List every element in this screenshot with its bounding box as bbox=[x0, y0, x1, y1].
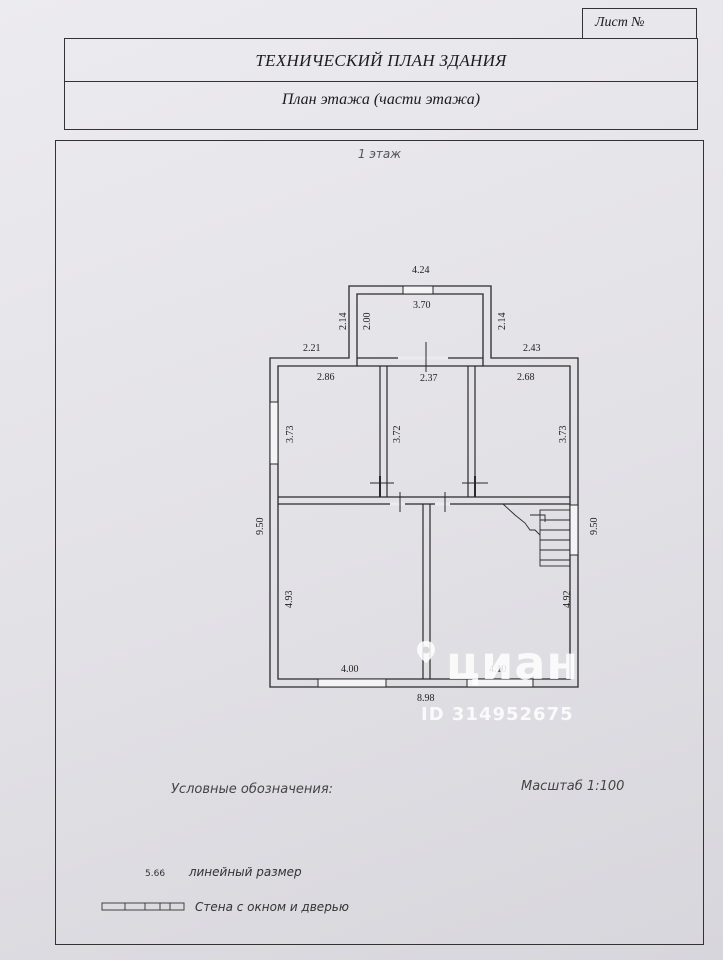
stair-flight bbox=[539, 509, 571, 567]
dim-room-e-depth: 4.92 bbox=[562, 591, 573, 609]
outer-walls bbox=[269, 285, 579, 688]
scale-label: Масштаб 1:100 bbox=[521, 779, 625, 794]
header-divider bbox=[65, 81, 697, 82]
doors bbox=[370, 342, 488, 512]
staircase bbox=[502, 503, 571, 567]
dim-top-width: 4.24 bbox=[412, 265, 430, 276]
dim-room-c-width: 2.68 bbox=[517, 372, 535, 383]
dim-upper-left-offset: 2.21 bbox=[303, 343, 321, 354]
legend-sample-dimension: 5.66 bbox=[145, 869, 166, 879]
watermark-id: ID 314952675 bbox=[421, 704, 574, 725]
window-room-a bbox=[269, 401, 279, 465]
dim-top-room-depth: 2.00 bbox=[362, 313, 373, 331]
watermark-logo: циан bbox=[446, 636, 580, 690]
dim-total-height-right: 9.50 bbox=[589, 518, 600, 536]
windows bbox=[269, 285, 579, 688]
dim-room-d-width: 4.00 bbox=[341, 664, 359, 675]
legend-title: Условные обозначения: bbox=[171, 782, 334, 797]
dim-top-room-width: 3.70 bbox=[413, 300, 431, 311]
dim-room-d-depth: 4.93 bbox=[284, 591, 295, 609]
dim-total-height-left: 9.50 bbox=[255, 518, 266, 536]
legend-text-linear-size: линейный размер bbox=[188, 865, 302, 879]
window-room-d bbox=[317, 678, 387, 688]
window-room-e bbox=[466, 678, 534, 688]
wall-legend-symbol bbox=[101, 902, 185, 911]
cian-watermark: циан ID 314952675 bbox=[402, 638, 642, 728]
dim-top-right-offset: 2.14 bbox=[497, 313, 508, 331]
window-right bbox=[569, 504, 579, 556]
dim-room-a-width: 2.86 bbox=[317, 372, 335, 383]
interior-walls bbox=[278, 357, 570, 679]
document-title: ТЕХНИЧЕСКИЙ ПЛАН ЗДАНИЯ bbox=[255, 51, 507, 70]
stair-arrow bbox=[530, 514, 546, 522]
dim-room-e-width: 4.10 bbox=[489, 664, 507, 675]
dim-room-c-depth: 3.73 bbox=[558, 426, 569, 444]
dim-upper-right-offset: 2.43 bbox=[523, 343, 541, 354]
inner-wall-line bbox=[277, 293, 571, 680]
stair-steps bbox=[502, 503, 541, 536]
header-box: ТЕХНИЧЕСКИЙ ПЛАН ЗДАНИЯ План этажа (част… bbox=[64, 38, 698, 130]
dim-total-width: 8.98 bbox=[417, 693, 435, 704]
legend-text-wall: Стена с окном и дверью bbox=[195, 900, 349, 914]
legend-item-linear-size: 5.66 линейный размер bbox=[85, 865, 302, 879]
document-subtitle: План этажа (части этажа) bbox=[281, 91, 481, 108]
dim-top-left-offset: 2.14 bbox=[338, 313, 349, 331]
sheet-number-tab: Лист № bbox=[582, 8, 697, 38]
sheet-number-label: Лист № bbox=[595, 15, 645, 30]
outer-wall-line bbox=[269, 285, 579, 688]
plan-frame: 1 этаж Условные обозначения: Масштаб 1:1… bbox=[55, 140, 704, 945]
dim-hall-width: 2.37 bbox=[420, 373, 438, 384]
legend-item-wall: Стена с окном и дверью bbox=[195, 900, 349, 914]
dim-room-a-depth: 3.73 bbox=[285, 426, 296, 444]
dim-hall-depth: 3.72 bbox=[392, 426, 403, 444]
window-top-room bbox=[402, 285, 434, 295]
location-pin-icon bbox=[417, 641, 435, 663]
floor-label: 1 этаж bbox=[357, 147, 402, 161]
